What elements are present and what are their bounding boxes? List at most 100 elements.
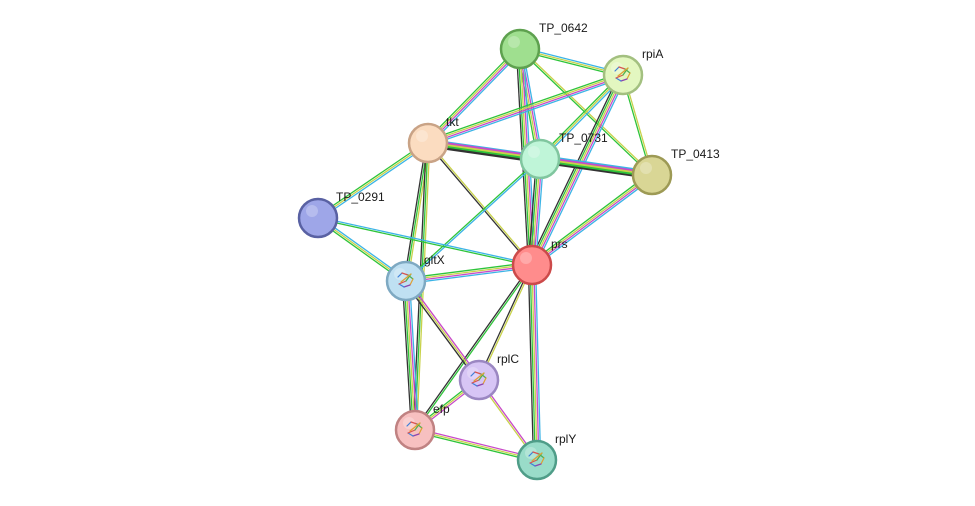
edge-evidence-line — [404, 281, 479, 382]
edge-prs-rplY[interactable] — [527, 264, 542, 461]
node-label-rplY: rplY — [555, 432, 576, 446]
node-TP_0413[interactable] — [631, 154, 673, 196]
node-label-TP_0413: TP_0413 — [671, 147, 720, 161]
node-tkt[interactable] — [407, 122, 449, 164]
edge-TP_0642-tkt[interactable] — [425, 46, 523, 146]
node-efp[interactable] — [394, 409, 436, 451]
protein-structure-icon — [406, 421, 423, 437]
edge-evidence-line — [533, 264, 540, 460]
edge-evidence-line — [406, 159, 542, 283]
edge-TP_0413-prs[interactable] — [529, 172, 655, 268]
edge-tkt-gltX[interactable] — [403, 142, 431, 282]
edge-evidence-line — [414, 429, 538, 461]
node-gltX[interactable] — [385, 260, 427, 302]
edge-evidence-line — [534, 264, 542, 460]
node-rplC[interactable] — [458, 359, 500, 401]
edge-layer — [316, 46, 655, 463]
edge-evidence-line — [405, 142, 429, 282]
node-TP_0291[interactable] — [297, 197, 339, 239]
edge-efp-rplY[interactable] — [414, 427, 538, 463]
edge-evidence-line — [403, 142, 427, 281]
edge-evidence-line — [415, 427, 538, 459]
edge-evidence-line — [407, 143, 431, 282]
edge-evidence-line — [428, 141, 534, 265]
edge-gltX-rplC[interactable] — [404, 279, 481, 382]
edge-evidence-line — [428, 75, 624, 145]
node-highlight — [520, 252, 532, 264]
edge-prs-rplC[interactable] — [477, 264, 534, 381]
edge-evidence-line — [428, 76, 625, 147]
node-label-gltX: gltX — [424, 253, 445, 267]
edge-gltX-efp[interactable] — [401, 280, 420, 431]
edge-evidence-line — [406, 267, 533, 285]
node-circle[interactable] — [407, 122, 449, 164]
edge-evidence-line — [405, 280, 480, 381]
edge-rpiA-tkt[interactable] — [426, 71, 625, 147]
node-highlight — [416, 130, 428, 142]
edge-evidence-line — [529, 172, 651, 264]
edge-evidence-line — [533, 75, 626, 267]
node-highlight — [525, 447, 537, 459]
edge-evidence-line — [316, 140, 428, 218]
node-TP_0731[interactable] — [519, 138, 561, 180]
node-circle[interactable] — [499, 28, 541, 70]
edge-evidence-line — [404, 157, 540, 281]
node-highlight — [394, 268, 406, 280]
node-circle[interactable] — [631, 154, 673, 196]
edge-tkt-prs[interactable] — [426, 141, 534, 267]
node-highlight — [528, 146, 540, 158]
node-highlight — [508, 36, 520, 48]
edge-evidence-line — [531, 74, 624, 266]
edge-evidence-line — [527, 265, 535, 461]
node-prs[interactable] — [511, 244, 553, 286]
protein-structure-icon — [397, 272, 414, 288]
edge-evidence-line — [406, 265, 533, 283]
edge-evidence-line — [318, 216, 533, 265]
node-label-rplC: rplC — [497, 352, 519, 366]
protein-structure-icon — [614, 66, 631, 82]
edge-prs-efp[interactable] — [413, 264, 534, 431]
edge-evidence-line — [405, 280, 416, 431]
edge-evidence-line — [529, 265, 536, 461]
edge-evidence-line — [317, 218, 532, 267]
protein-structure-icon — [528, 451, 545, 467]
edge-evidence-line — [427, 73, 623, 143]
edge-evidence-line — [533, 176, 655, 268]
label-layer: TP_0642rpiAtktTP_0731TP_0413TP_0291prsgl… — [336, 21, 720, 446]
node-highlight — [611, 62, 623, 74]
edge-evidence-line — [529, 73, 622, 265]
node-TP_0642[interactable] — [499, 28, 541, 70]
node-label-rpiA: rpiA — [642, 47, 663, 61]
edge-evidence-line — [401, 281, 413, 431]
edge-tkt-TP_0291[interactable] — [316, 140, 430, 221]
edge-rpiA-prs[interactable] — [528, 73, 627, 267]
edge-evidence-line — [318, 143, 430, 221]
node-circle[interactable] — [511, 244, 553, 286]
edge-evidence-line — [426, 71, 623, 142]
edge-evidence-line — [426, 47, 520, 143]
edge-TP_0291-prs[interactable] — [317, 216, 533, 267]
protein-structure-icon — [470, 371, 487, 387]
node-rpiA[interactable] — [602, 54, 644, 96]
node-circle[interactable] — [519, 138, 561, 180]
edge-evidence-line — [534, 76, 627, 267]
node-label-efp: efp — [433, 402, 450, 416]
edge-evidence-line — [406, 279, 481, 380]
edge-evidence-line — [405, 261, 532, 279]
edge-evidence-line — [477, 264, 532, 380]
node-rplY[interactable] — [516, 439, 558, 481]
edge-prs-gltX[interactable] — [405, 261, 533, 285]
node-highlight — [403, 417, 415, 429]
node-highlight — [306, 205, 318, 217]
edge-evidence-line — [407, 280, 418, 430]
node-circle[interactable] — [297, 197, 339, 239]
edge-evidence-line — [425, 46, 519, 142]
node-label-TP_0291: TP_0291 — [336, 190, 385, 204]
edge-evidence-line — [317, 142, 429, 219]
edge-evidence-line — [426, 143, 532, 267]
node-layer — [297, 28, 673, 481]
edge-TP_0731-gltX[interactable] — [404, 157, 542, 283]
edge-evidence-line — [532, 175, 653, 267]
node-label-TP_0731: TP_0731 — [559, 131, 608, 145]
